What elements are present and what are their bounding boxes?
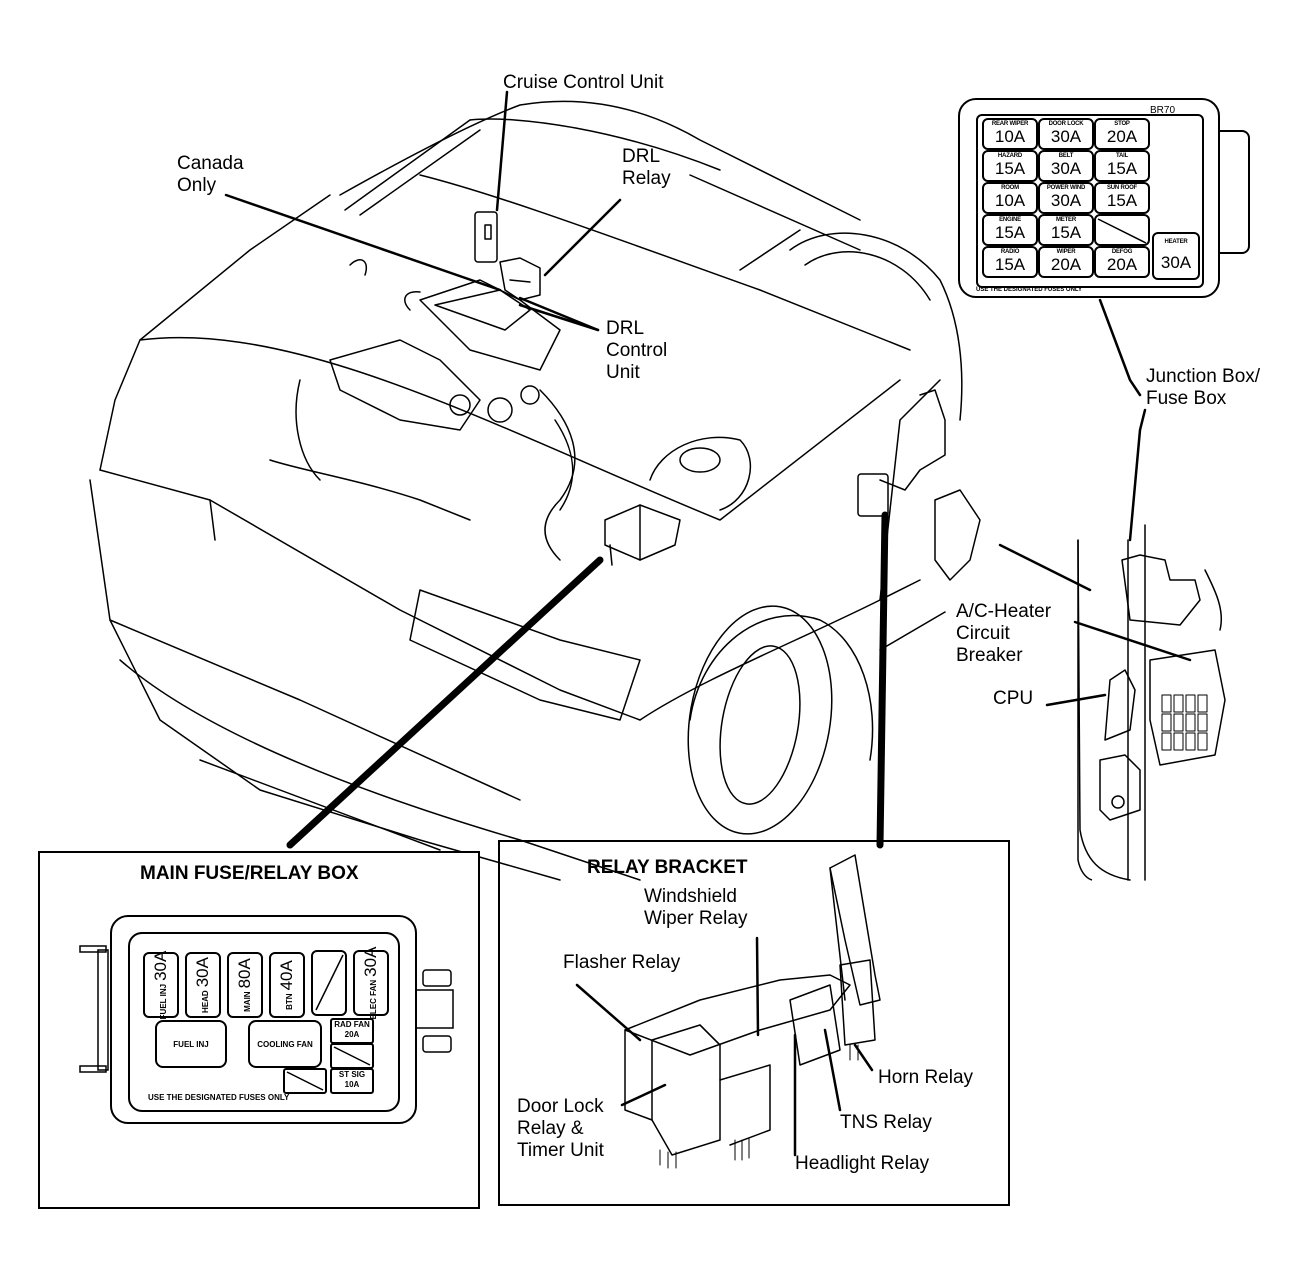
label-cruise-control-unit: Cruise Control Unit bbox=[503, 72, 664, 93]
leader-lines bbox=[224, 90, 1192, 707]
label-horn-relay: Horn Relay bbox=[878, 1067, 974, 1088]
label-drl-relay: DRL Relay bbox=[622, 146, 671, 189]
label-ac-heater-breaker: A/C-Heater Circuit Breaker bbox=[956, 601, 1052, 666]
junction-box-code: BR70 bbox=[1150, 105, 1176, 116]
label-flasher-relay: Flasher Relay bbox=[563, 952, 681, 973]
main-fuse-box-panel bbox=[128, 932, 400, 1112]
label-drl-control-unit: DRL Control Unit bbox=[606, 318, 668, 383]
relay-bracket-on-car bbox=[857, 389, 981, 581]
main-fuse-head: HEAD30A bbox=[185, 952, 221, 1018]
car-body bbox=[89, 100, 963, 881]
label-headlight-relay: Headlight Relay bbox=[795, 1153, 930, 1174]
label-tns-relay: TNS Relay bbox=[840, 1112, 932, 1133]
main-fuse-elec-fan: ELEC FAN30A bbox=[353, 947, 389, 1019]
door-pillar bbox=[1077, 524, 1226, 881]
main-fuse-box-note: USE THE DESIGNATED FUSES ONLY bbox=[148, 1093, 290, 1102]
leader-lines-thin bbox=[879, 611, 946, 651]
callout-pointers bbox=[286, 511, 889, 849]
relay-bracket-illustration bbox=[624, 854, 881, 1169]
main-fuse-box-title: MAIN FUSE/RELAY BOX bbox=[140, 863, 359, 884]
main-fuse-main: MAIN80A bbox=[227, 952, 263, 1018]
relay-bracket-leaders bbox=[575, 936, 874, 1157]
empty-slot-diagonal-icon bbox=[286, 1071, 324, 1091]
label-cpu: CPU bbox=[993, 688, 1034, 709]
label-door-lock-relay: Door Lock Relay & Timer Unit bbox=[517, 1096, 604, 1161]
fuse-empty-slot bbox=[1094, 214, 1150, 246]
main-relay-cooling-fan: COOLING FAN bbox=[248, 1020, 322, 1068]
junction-box-note: USE THE DESIGNATED FUSES ONLY bbox=[976, 287, 1083, 293]
main-fuse-empty-small bbox=[330, 1043, 374, 1069]
empty-slot-diagonal-icon bbox=[333, 1046, 371, 1066]
empty-slot-diagonal-icon bbox=[1097, 218, 1147, 244]
drl-components bbox=[474, 211, 541, 301]
main-relay-fuel-inj: FUEL INJ bbox=[155, 1020, 227, 1068]
main-fuse-empty-slot bbox=[311, 950, 347, 1016]
empty-slot-diagonal-icon bbox=[315, 954, 344, 1011]
label-canada-only: Canada Only bbox=[177, 153, 244, 196]
label-windshield-wiper-relay: Windshield Wiper Relay bbox=[644, 886, 748, 929]
label-junction-box: Junction Box/ Fuse Box bbox=[1146, 366, 1261, 409]
main-fuse-fuel-inj: FUEL INJ30A bbox=[143, 951, 179, 1019]
main-fuse-btn: BTN40A bbox=[269, 952, 305, 1018]
relay-bracket-panel bbox=[498, 840, 1010, 1206]
junction-box-tab bbox=[1214, 130, 1250, 254]
engine bbox=[269, 259, 752, 566]
main-fuse-empty-bottom bbox=[283, 1068, 327, 1094]
relay-bracket-title: RELAY BRACKET bbox=[587, 857, 748, 878]
